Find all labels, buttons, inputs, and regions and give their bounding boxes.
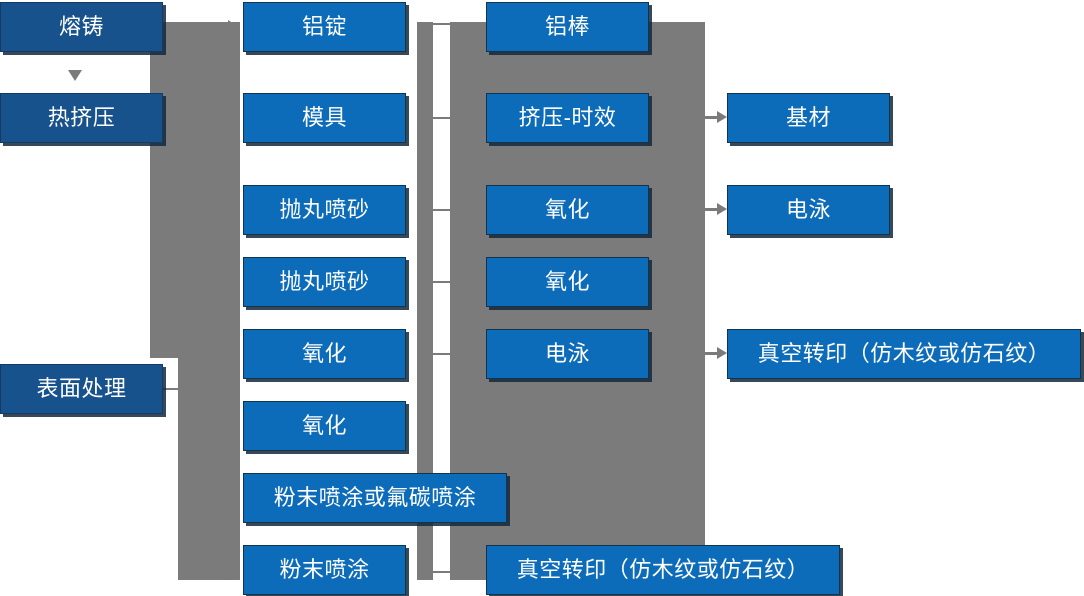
node-label: 氧化 [301, 413, 347, 438]
connector-tick-3 [433, 209, 455, 211]
node-label: 氧化 [544, 269, 590, 294]
node-label: 氧化 [301, 341, 347, 366]
connector-bar-mid [417, 22, 433, 580]
node-fenmo-pentu[interactable]: 粉末喷涂 [243, 545, 406, 595]
node-paowan-pensha-1[interactable]: 抛丸喷砂 [243, 185, 406, 235]
node-label: 表面处理 [36, 376, 127, 401]
node-yanghua-1[interactable]: 氧化 [243, 329, 406, 379]
connector-band-left-upper [150, 22, 240, 358]
node-jicai[interactable]: 基材 [727, 93, 890, 143]
connector-arrow-down-hot-extrusion [68, 70, 82, 81]
node-jiya-shixiao[interactable]: 挤压-时效 [486, 93, 649, 143]
node-label: 铝棒 [544, 14, 590, 39]
connector-arrow-to-ludeng [228, 20, 239, 34]
node-label: 粉末喷涂或氟碳喷涂 [273, 485, 477, 510]
connector-tick-1 [433, 23, 455, 25]
node-biaomian-chuli[interactable]: 表面处理 [0, 364, 163, 414]
connector-arrow-to-fenmo-2 [228, 563, 239, 577]
node-label: 真空转印（仿木纹或仿石纹） [516, 557, 810, 582]
connector-arrow-to-dianyong-2 [705, 203, 727, 215]
connector-tick-2 [433, 117, 455, 119]
connector-tick-6 [433, 571, 455, 573]
node-label: 热挤压 [47, 105, 116, 130]
connector-arrow-to-yanghua-2 [228, 419, 239, 433]
connector-band-left-lower [178, 358, 240, 580]
node-paowan-pensha-2[interactable]: 抛丸喷砂 [243, 257, 406, 307]
node-label: 抛丸喷砂 [279, 269, 370, 294]
node-zhenkong-zhuanyin-1[interactable]: 真空转印（仿木纹或仿石纹） [486, 545, 840, 595]
connector-arrow-to-paowan-2 [228, 275, 239, 289]
node-label: 模具 [301, 105, 347, 130]
node-rongzhu[interactable]: 熔铸 [0, 2, 163, 52]
node-label: 真空转印（仿木纹或仿石纹） [757, 341, 1051, 366]
connector-arrow-to-muju [228, 103, 239, 117]
connector-arrow-to-yanghua-1 [228, 347, 239, 361]
node-label: 粉末喷涂 [279, 557, 370, 582]
connector-tick-5 [433, 353, 455, 355]
connector-arrow-to-paowan-1 [228, 203, 239, 217]
node-dianyong-1[interactable]: 电泳 [486, 329, 649, 379]
node-label: 抛丸喷砂 [279, 197, 370, 222]
node-label: 电泳 [544, 341, 590, 366]
node-label: 电泳 [785, 197, 831, 222]
node-label: 挤压-时效 [518, 105, 617, 130]
node-ludeng[interactable]: 铝锭 [243, 2, 406, 52]
node-yanghua-3[interactable]: 氧化 [486, 185, 649, 235]
node-fenmo-penu-huotan[interactable]: 粉末喷涂或氟碳喷涂 [243, 473, 507, 523]
node-dianyong-2[interactable]: 电泳 [727, 185, 890, 235]
node-label: 氧化 [544, 197, 590, 222]
connector-arrow-to-zhenkong-2 [705, 347, 727, 359]
connector-tick-4 [433, 281, 455, 283]
node-lubang[interactable]: 铝棒 [486, 2, 649, 52]
node-yanghua-4[interactable]: 氧化 [486, 257, 649, 307]
node-yanghua-2[interactable]: 氧化 [243, 401, 406, 451]
node-label: 基材 [785, 105, 831, 130]
node-zhenkong-zhuanyin-2[interactable]: 真空转印（仿木纹或仿石纹） [727, 329, 1081, 379]
node-muju[interactable]: 模具 [243, 93, 406, 143]
connector-arrow-to-fenmo-1 [228, 491, 239, 505]
node-label: 熔铸 [58, 14, 104, 39]
connector-stub-surface [163, 388, 185, 390]
node-label: 铝锭 [301, 14, 347, 39]
node-rejiya[interactable]: 热挤压 [0, 93, 163, 143]
connector-arrow-to-jicai [705, 111, 727, 123]
